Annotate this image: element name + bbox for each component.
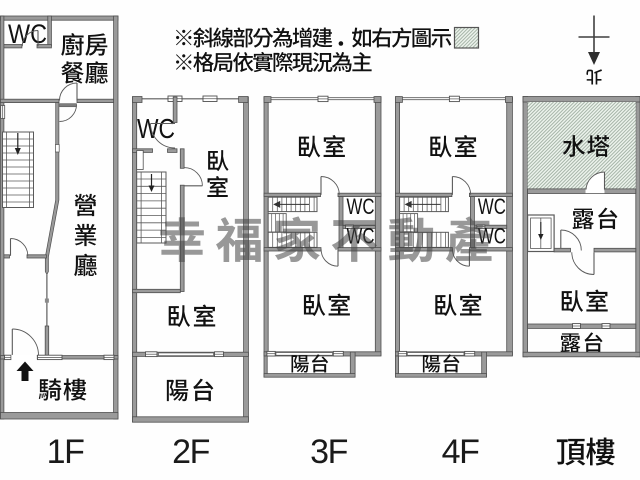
svg-text:3F: 3F [310,433,347,471]
svg-text:2F: 2F [172,433,209,471]
svg-text:WC: WC [347,194,375,219]
svg-text:1F: 1F [47,433,84,471]
svg-text:4F: 4F [442,433,479,471]
svg-text:WC: WC [478,194,506,219]
